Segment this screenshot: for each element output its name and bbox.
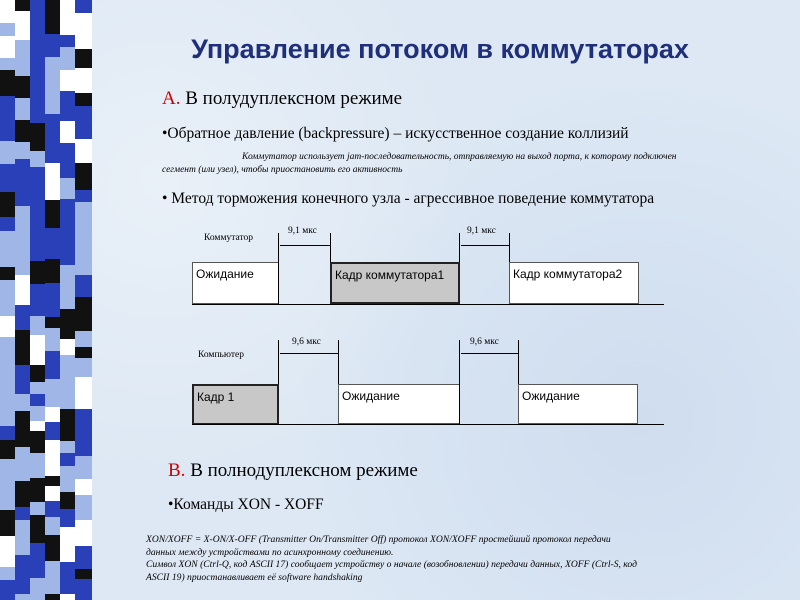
computer-box-frame1: Кадр 1 [192,384,279,425]
switch-label: Коммутатор [204,233,253,243]
switch-gap2-label: 9,1 мкс [467,226,496,236]
footnote-line3: Символ XON (Ctrl-Q, код ASCII 17) сообща… [146,559,746,572]
computer-box-wait1: Ожидание [338,384,459,424]
footnote-line1: XON/XOFF = X-ON/X-OFF (Transmitter On/Tr… [146,534,746,547]
comp-gap2-label: 9,6 мкс [470,337,499,347]
switch-gap1-label: 9,1 мкс [288,226,317,236]
gap-marker [459,340,460,424]
computer-box-wait2: Ожидание [518,384,638,424]
gap-arrow [461,245,509,246]
gap-arrow [280,245,330,246]
gap-arrow [461,353,518,354]
xon-xoff-bullet: •Команды XON - XOFF [168,496,324,514]
computer-baseline [192,424,664,425]
switch-box-frame1: Кадр коммутатора1 [330,262,460,304]
section-b-heading-text: В полнодуплексном режиме [185,460,417,481]
footnote: XON/XOFF = X-ON/X-OFF (Transmitter On/Tr… [146,534,746,584]
section-b-heading: В. В полнодуплексном режиме [168,460,418,482]
comp-gap1-label: 9,6 мкс [292,337,321,347]
gap-marker [278,233,279,305]
gap-marker [509,233,510,265]
switch-box-frame2: Кадр коммутатора2 [509,262,639,304]
footnote-line4: ASCII 19) приостанавливает её software h… [146,572,746,585]
switch-box-wait: Ожидание [192,262,278,304]
footnote-line2: данных между устройствами по асинхронном… [146,547,746,560]
switch-baseline [192,304,664,305]
gap-arrow [280,353,338,354]
section-b-letter: В. [168,460,185,481]
gap-marker [338,340,339,384]
gap-marker [518,340,519,384]
computer-label: Компьютер [198,350,244,360]
gap-marker [330,233,331,265]
